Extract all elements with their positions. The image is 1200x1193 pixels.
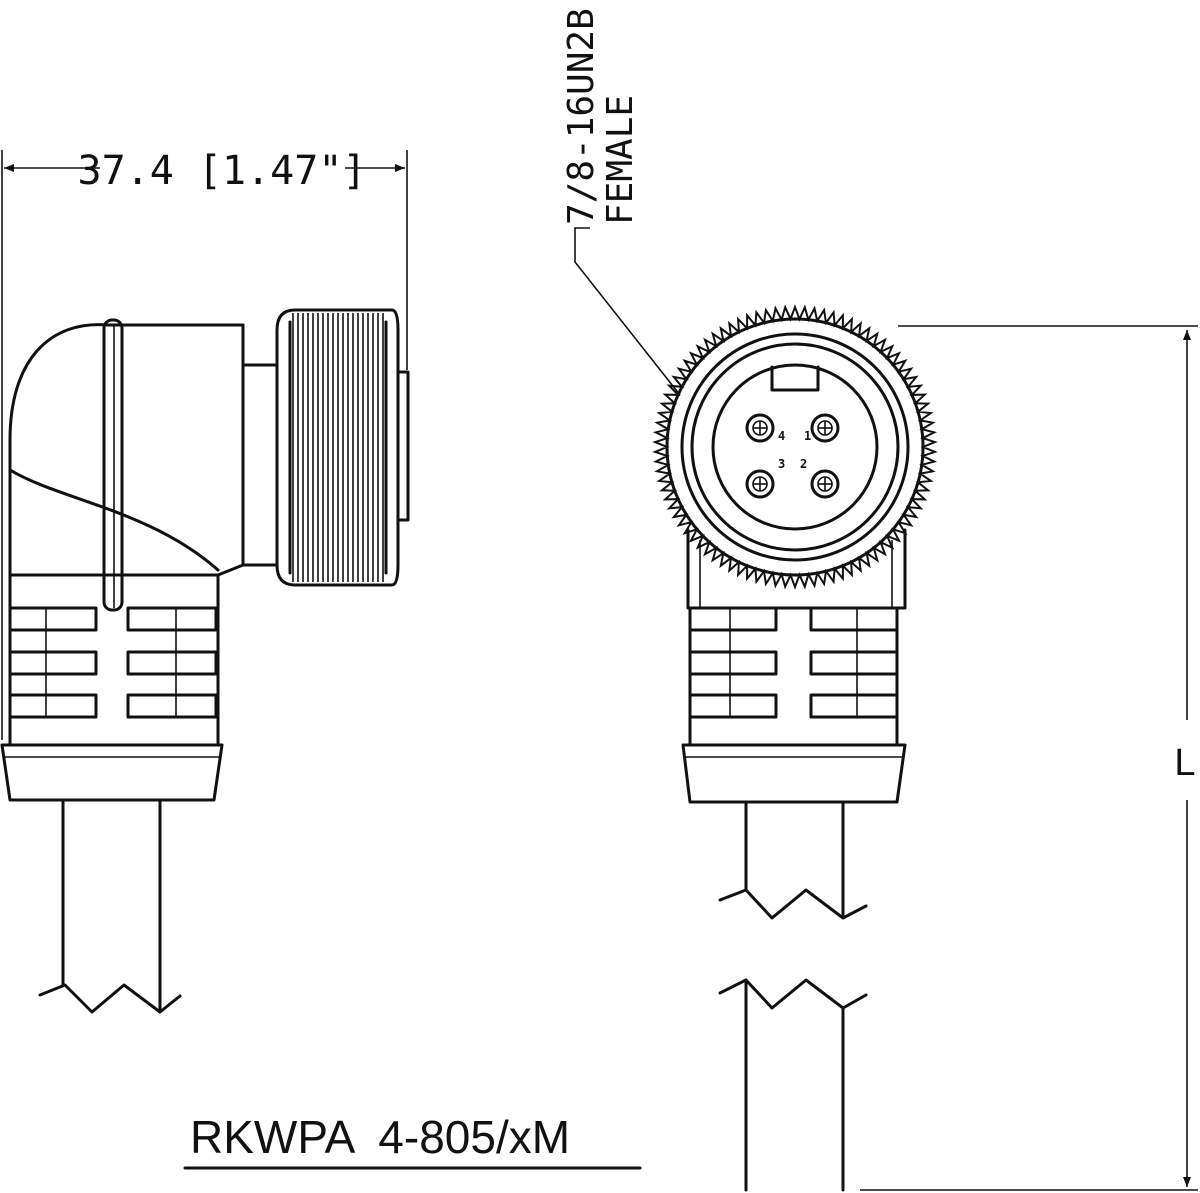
key-notch	[770, 365, 820, 392]
length-dimension-label: L	[1174, 742, 1195, 784]
strain-relief	[0, 573, 224, 802]
front-housing	[686, 528, 907, 610]
front-view: 7/8-16UN2B FEMALE	[561, 8, 1198, 1192]
pin-label-1: 1	[804, 429, 811, 443]
gender-label: FEMALE	[600, 95, 641, 225]
coupling-nut	[241, 308, 410, 587]
cable-side	[38, 798, 182, 1014]
part-number-label: RKWPA 4-805/xM	[190, 1111, 570, 1163]
pin-contacts: 1 2 3 4	[745, 413, 840, 499]
pin-contact	[745, 413, 775, 443]
width-dimension: 37.4 [1.47"]	[1, 148, 408, 740]
side-view: 37.4 [1.47"]	[0, 148, 410, 1014]
part-number: RKWPA 4-805/xM	[183, 1111, 642, 1170]
front-strain-relief	[681, 606, 907, 804]
thread-callout: 7/8-16UN2B FEMALE	[561, 8, 681, 396]
pin-label-4: 4	[778, 429, 785, 443]
thread-spec-label: 7/8-16UN2B	[561, 8, 602, 225]
front-coupling-nut	[652, 304, 938, 590]
pin-contact	[810, 469, 840, 499]
elbow-body	[8, 318, 245, 612]
pin-label-2: 2	[800, 457, 807, 471]
cable-front	[718, 800, 868, 1192]
pin-label-3: 3	[778, 457, 785, 471]
pin-contact	[810, 413, 840, 443]
width-dimension-label: 37.4 [1.47"]	[78, 148, 367, 194]
length-dimension: L	[860, 325, 1198, 1191]
pin-contact	[745, 469, 775, 499]
